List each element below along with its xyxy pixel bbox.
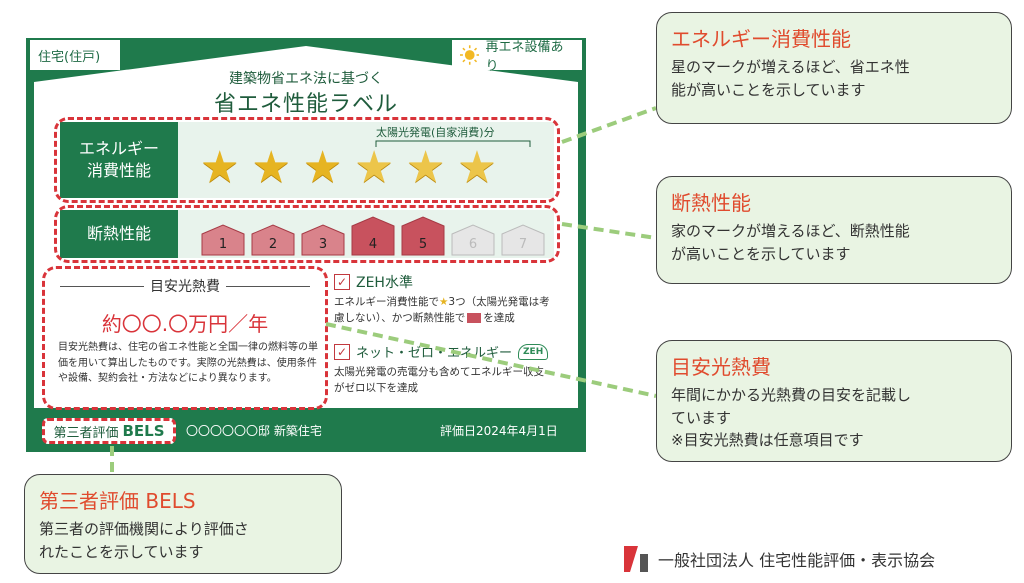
- callout-insulation-line1: 家のマークが増えるほど、断熱性能: [671, 222, 910, 240]
- callout-fee-line2: ています: [671, 408, 732, 427]
- fee-heading-line-left: [60, 285, 144, 287]
- footer-org-text: 一般社団法人 住宅性能評価・表示協会: [658, 551, 936, 570]
- small-house-icon: [467, 313, 482, 324]
- net-zero-desc: 太陽光発電の売電分も含めてエネルギー収支がゼロ以下を達成: [334, 366, 544, 395]
- check-icon: ✓: [334, 274, 350, 290]
- energy-row-label-line2: 消費性能: [86, 161, 151, 180]
- connector-insulation: [561, 222, 657, 240]
- connector-energy: [561, 106, 657, 144]
- zeh-level-desc-3: を達成: [483, 312, 515, 325]
- solar-star-icon: ★: [354, 142, 394, 193]
- callout-energy: エネルギー消費性能 星のマークが増えるほど、省エネ性 能が高いことを示しています: [656, 12, 1012, 124]
- check-icon: ✓: [334, 343, 350, 360]
- fee-heading-line-right: [226, 285, 310, 287]
- company-name: 〇〇〇〇〇〇邸 新築住宅: [186, 424, 322, 438]
- callout-insulation-line2: が高いことを示しています: [671, 244, 851, 263]
- house-level-icon: 4: [351, 216, 395, 256]
- zeh-level-desc-2: 3つ（太陽光発電は考慮しない）、かつ断熱性能で: [334, 296, 550, 325]
- building-type: 住宅(住戸): [38, 49, 101, 65]
- insulation-houses: 1 2 3 4 5 6 7: [200, 216, 550, 256]
- building-type-box: 住宅(住戸): [30, 40, 120, 70]
- association-logo-icon: [624, 546, 648, 572]
- star-icon: ★: [251, 142, 291, 193]
- house-level-icon: 7: [501, 224, 545, 256]
- fee-value: 約〇〇.〇万円／年: [101, 312, 269, 336]
- house-level-number: 5: [419, 237, 427, 252]
- zeh-level-desc: エネルギー消費性能で★3つ（太陽光発電は考慮しない）、かつ断熱性能でを達成: [334, 294, 560, 327]
- house-level-icon: 3: [301, 224, 345, 256]
- zeh-level-row: ✓ ZEH水準: [334, 272, 413, 292]
- zeh-level-desc-1: エネルギー消費性能で: [334, 296, 439, 308]
- solar-star-icon: ★: [405, 142, 446, 193]
- energy-stars: ★★★★★★: [200, 146, 540, 194]
- energy-row-panel: [178, 122, 554, 198]
- house-level-number: 7: [519, 237, 527, 252]
- insulation-row-highlight: [54, 205, 560, 263]
- callout-fee-line3: ※目安光熱費は任意項目です: [671, 431, 864, 449]
- callout-insulation-title: 断熱性能: [671, 191, 751, 215]
- evaluation-date: 評価日2024年4月1日: [440, 424, 558, 438]
- insulation-row-label: 断熱性能: [60, 210, 178, 258]
- connector-fee: [325, 322, 657, 398]
- house-level-icon: 5: [401, 216, 445, 256]
- callout-fee-line1: 年間にかかる光熱費の目安を記載し: [671, 386, 912, 404]
- fee-heading-row: 目安光熱費: [60, 276, 310, 296]
- fee-highlight: [42, 266, 328, 410]
- house-level-icon: 1: [201, 224, 245, 256]
- house-level-number: 3: [319, 237, 327, 252]
- bels-brand: BELS: [122, 422, 165, 440]
- renewable-box: 再エネ設備あり: [452, 40, 582, 74]
- callout-bels-title: 第三者評価 BELS: [39, 489, 196, 513]
- label-subtitle: 建築物省エネ法に基づく: [229, 71, 383, 87]
- callout-energy-title: エネルギー消費性能: [671, 27, 851, 51]
- house-level-number: 6: [469, 237, 477, 252]
- solar-bracket-line: [375, 140, 531, 147]
- star-icon: ★: [302, 142, 343, 193]
- solar-star-icon: ★: [457, 142, 497, 193]
- house-level-number: 2: [269, 237, 277, 252]
- fee-note: 目安光熱費は、住宅の省エネ性能と全国一律の燃料等の単価を用いて算出したものです。…: [58, 342, 318, 384]
- house-level-icon: 2: [251, 224, 295, 256]
- callout-energy-line2: 能が高いことを示しています: [671, 80, 866, 99]
- callout-bels: 第三者評価 BELS 第三者の評価機関により評価さ れたことを示しています: [24, 474, 342, 574]
- renewable-text: 再エネ設備あり: [485, 40, 564, 74]
- house-level-number: 1: [219, 237, 227, 252]
- footer-org: 一般社団法人 住宅性能評価・表示協会: [622, 544, 935, 574]
- sun-icon: [460, 45, 480, 65]
- label-title: 省エネ性能ラベル: [213, 92, 398, 117]
- star-icon: ★: [200, 142, 240, 193]
- house-level-icon: 6: [451, 224, 495, 256]
- energy-row-highlight: [54, 117, 560, 203]
- bels-badge: 第三者評価 BELS: [42, 418, 176, 444]
- callout-fee-title: 目安光熱費: [671, 355, 771, 379]
- callout-insulation: 断熱性能 家のマークが増えるほど、断熱性能 が高いことを示しています: [656, 176, 1012, 284]
- callout-fee: 目安光熱費 年間にかかる光熱費の目安を記載し ています ※目安光熱費は任意項目で…: [656, 340, 1012, 462]
- bels-prefix: 第三者評価: [53, 425, 119, 441]
- house-level-number: 4: [369, 237, 377, 252]
- energy-row-label-line1: エネルギー: [78, 138, 159, 158]
- small-star-icon: ★: [439, 296, 449, 308]
- zeh-badge: ZEH: [518, 343, 549, 360]
- callout-bels-line2: れたことを示しています: [39, 542, 204, 561]
- solar-bracket-text: 太陽光発電(自家消費)分: [376, 126, 495, 139]
- callout-energy-line1: 星のマークが増えるほど、省エネ性: [671, 58, 910, 76]
- callout-bels-line1: 第三者の評価機関により評価さ: [39, 520, 249, 538]
- energy-row-label: エネルギー 消費性能: [60, 122, 178, 198]
- fee-heading: 目安光熱費: [150, 279, 220, 295]
- zeh-level-title: ZEH水準: [356, 275, 413, 291]
